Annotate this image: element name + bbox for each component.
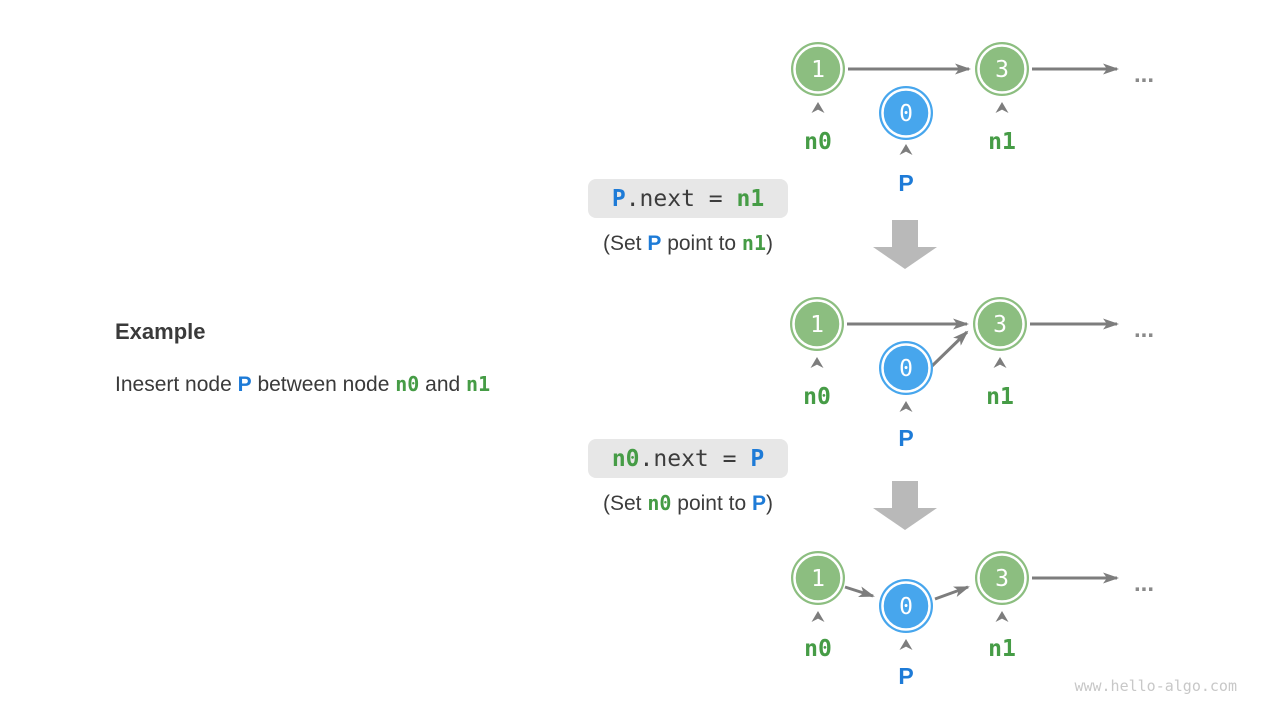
node-inner-ring bbox=[977, 553, 1027, 603]
node-value: 0 bbox=[899, 101, 913, 127]
node-circle bbox=[791, 551, 845, 605]
node-inner-ring bbox=[792, 299, 842, 349]
code1-lhs: P bbox=[611, 185, 626, 212]
ellipsis-text: ... bbox=[1134, 570, 1154, 597]
node-value: 0 bbox=[899, 356, 913, 382]
code2-op: .next = bbox=[639, 445, 751, 472]
caret-up-icon bbox=[899, 144, 913, 155]
node-n1: 3 bbox=[975, 551, 1029, 605]
down-block-arrow-icon bbox=[873, 481, 937, 530]
code-box-step1: P.next = n1 bbox=[588, 179, 788, 218]
node-value: 1 bbox=[811, 57, 825, 83]
node-circle bbox=[879, 86, 933, 140]
node-value: 3 bbox=[993, 312, 1007, 338]
linked-list-step1: ... 1 0 3 n0 n1 P bbox=[791, 42, 1154, 196]
caption2-open: (Set bbox=[602, 492, 648, 515]
linked-list-step2: ... 1 0 3 n0 n1 P bbox=[790, 297, 1154, 451]
watermark: www.hello-algo.com bbox=[1074, 677, 1237, 695]
label-n1: n1 bbox=[988, 636, 1016, 662]
node-value: 3 bbox=[995, 566, 1009, 592]
caption1-close: ) bbox=[766, 232, 774, 255]
label-p: P bbox=[898, 170, 913, 196]
node-inner-ring bbox=[975, 299, 1025, 349]
example-heading: Example bbox=[115, 319, 206, 344]
node-n0: 1 bbox=[791, 551, 845, 605]
code-box-step2: n0.next = P bbox=[588, 439, 788, 478]
code1-op: .next = bbox=[625, 185, 737, 212]
node-p: 0 bbox=[879, 86, 933, 140]
label-n1: n1 bbox=[986, 384, 1014, 410]
node-circle bbox=[973, 297, 1027, 351]
caret-up-icon bbox=[899, 639, 913, 650]
label-p: P bbox=[898, 425, 913, 451]
node-inner-ring bbox=[881, 88, 931, 138]
node-circle bbox=[791, 42, 845, 96]
caption-step1: (Set P point to n1) bbox=[568, 231, 808, 280]
example-block: Example Inesert node P between node n0 a… bbox=[115, 318, 490, 398]
node-p: 0 bbox=[879, 579, 933, 633]
label-n0: n0 bbox=[804, 129, 832, 155]
caret-up-icon bbox=[810, 357, 824, 368]
ellipsis-text: ... bbox=[1134, 61, 1154, 88]
node-circle bbox=[879, 579, 933, 633]
node-value: 3 bbox=[995, 57, 1009, 83]
ellipsis-text: ... bbox=[1134, 316, 1154, 343]
sentence-token-p: P bbox=[237, 373, 252, 396]
node-n1: 3 bbox=[973, 297, 1027, 351]
caption2-close: ) bbox=[766, 492, 774, 515]
node-inner-ring bbox=[881, 343, 931, 393]
label-n0: n0 bbox=[803, 384, 831, 410]
caption2-n0: n0 bbox=[647, 491, 672, 515]
caret-up-icon bbox=[811, 611, 825, 622]
caret-up-icon bbox=[899, 401, 913, 412]
caret-up-icon bbox=[993, 357, 1007, 368]
node-circle bbox=[975, 551, 1029, 605]
caret-up-icon bbox=[811, 102, 825, 113]
node-circle bbox=[879, 341, 933, 395]
caret-up-icon bbox=[995, 102, 1009, 113]
sentence-pre: Inesert node bbox=[115, 373, 238, 396]
caret-up-icon bbox=[995, 611, 1009, 622]
example-sentence: Inesert node P between node n0 and n1 bbox=[115, 371, 490, 398]
caption1-mid: point to bbox=[661, 232, 742, 255]
caption1-n1: n1 bbox=[741, 231, 767, 255]
node-p: 0 bbox=[879, 341, 933, 395]
sentence-token-n0: n0 bbox=[395, 372, 420, 396]
arrow-p-to-n1 bbox=[930, 330, 969, 368]
code2-rhs: P bbox=[750, 445, 765, 472]
arrow-p-to-n1 bbox=[934, 585, 970, 601]
sentence-and: and bbox=[419, 373, 467, 396]
node-n0: 1 bbox=[790, 297, 844, 351]
caption-step2: (Set n0 point to P) bbox=[568, 491, 808, 540]
node-inner-ring bbox=[977, 44, 1027, 94]
node-n0: 1 bbox=[791, 42, 845, 96]
node-inner-ring bbox=[793, 553, 843, 603]
down-block-arrow-icon bbox=[873, 220, 937, 269]
label-n1: n1 bbox=[988, 129, 1016, 155]
node-circle bbox=[790, 297, 844, 351]
node-value: 0 bbox=[899, 594, 913, 620]
code1-rhs: n1 bbox=[736, 185, 765, 212]
sentence-token-n1: n1 bbox=[466, 372, 491, 396]
label-n0: n0 bbox=[804, 636, 832, 662]
caption2-mid: point to bbox=[671, 492, 752, 515]
caption2-p: P bbox=[752, 492, 767, 515]
code2-lhs: n0 bbox=[611, 445, 640, 472]
node-circle bbox=[975, 42, 1029, 96]
label-p: P bbox=[898, 663, 913, 689]
node-n1: 3 bbox=[975, 42, 1029, 96]
caption1-open: (Set bbox=[602, 232, 648, 255]
linked-list-step3: ... 1 0 3 n0 n1 P bbox=[791, 551, 1154, 689]
node-inner-ring bbox=[881, 581, 931, 631]
node-inner-ring bbox=[793, 44, 843, 94]
sentence-mid: between node bbox=[251, 373, 396, 396]
arrow-n0-to-p bbox=[844, 585, 875, 598]
node-value: 1 bbox=[811, 566, 825, 592]
node-value: 1 bbox=[810, 312, 824, 338]
caption1-p: P bbox=[647, 232, 662, 255]
